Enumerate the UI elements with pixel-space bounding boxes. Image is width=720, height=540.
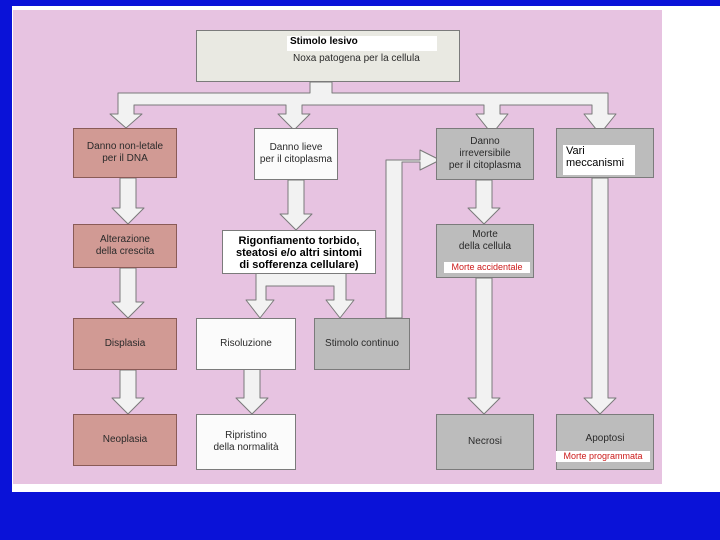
arrow-mech — [583, 177, 617, 415]
arrow-irr-2 — [467, 277, 501, 415]
tag-accidental-death: Morte accidentale — [444, 262, 530, 273]
arrow-mild-1 — [279, 179, 313, 231]
box-dna-damage: Danno non-letale per il DNA — [73, 128, 177, 178]
box-irreversible: Danno irreversibile per il citoplasma — [436, 128, 534, 180]
arrow-dna-2 — [111, 267, 145, 319]
arrow-dna-3 — [111, 369, 145, 415]
box-growth-alteration: Alterazione della crescita — [73, 224, 177, 268]
arrow-mild-restore — [235, 367, 269, 415]
box-continuous: Stimolo continuo — [314, 318, 410, 370]
arrow-irr-1 — [467, 179, 501, 225]
apoptosis-label: Apoptosi — [585, 433, 625, 444]
tag-programmed-death: Morte programmata — [556, 451, 650, 462]
top-box-title: Stimolo lesivo — [287, 36, 437, 51]
box-neoplasia: Neoplasia — [73, 414, 177, 466]
arrow-top-split — [109, 81, 617, 135]
box-dysplasia: Displasia — [73, 318, 177, 370]
arrow-loop — [385, 149, 441, 319]
box-swelling: Rigonfiamento torbido, steatosi e/o altr… — [222, 230, 376, 274]
top-box-subtitle: Noxa patogena per la cellula — [293, 53, 420, 64]
box-necrosis: Necrosi — [436, 414, 534, 470]
box-restore: Ripristino della normalità — [196, 414, 296, 470]
cell-death-label: Morte della cellula — [458, 229, 512, 252]
arrow-dna-1 — [111, 177, 145, 225]
arrow-mild-split — [245, 271, 355, 319]
box-mild-damage: Danno lieve per il citoplasma — [254, 128, 338, 180]
mechanisms-label: Vari meccanismi — [563, 145, 635, 175]
box-resolution: Risoluzione — [196, 318, 296, 370]
